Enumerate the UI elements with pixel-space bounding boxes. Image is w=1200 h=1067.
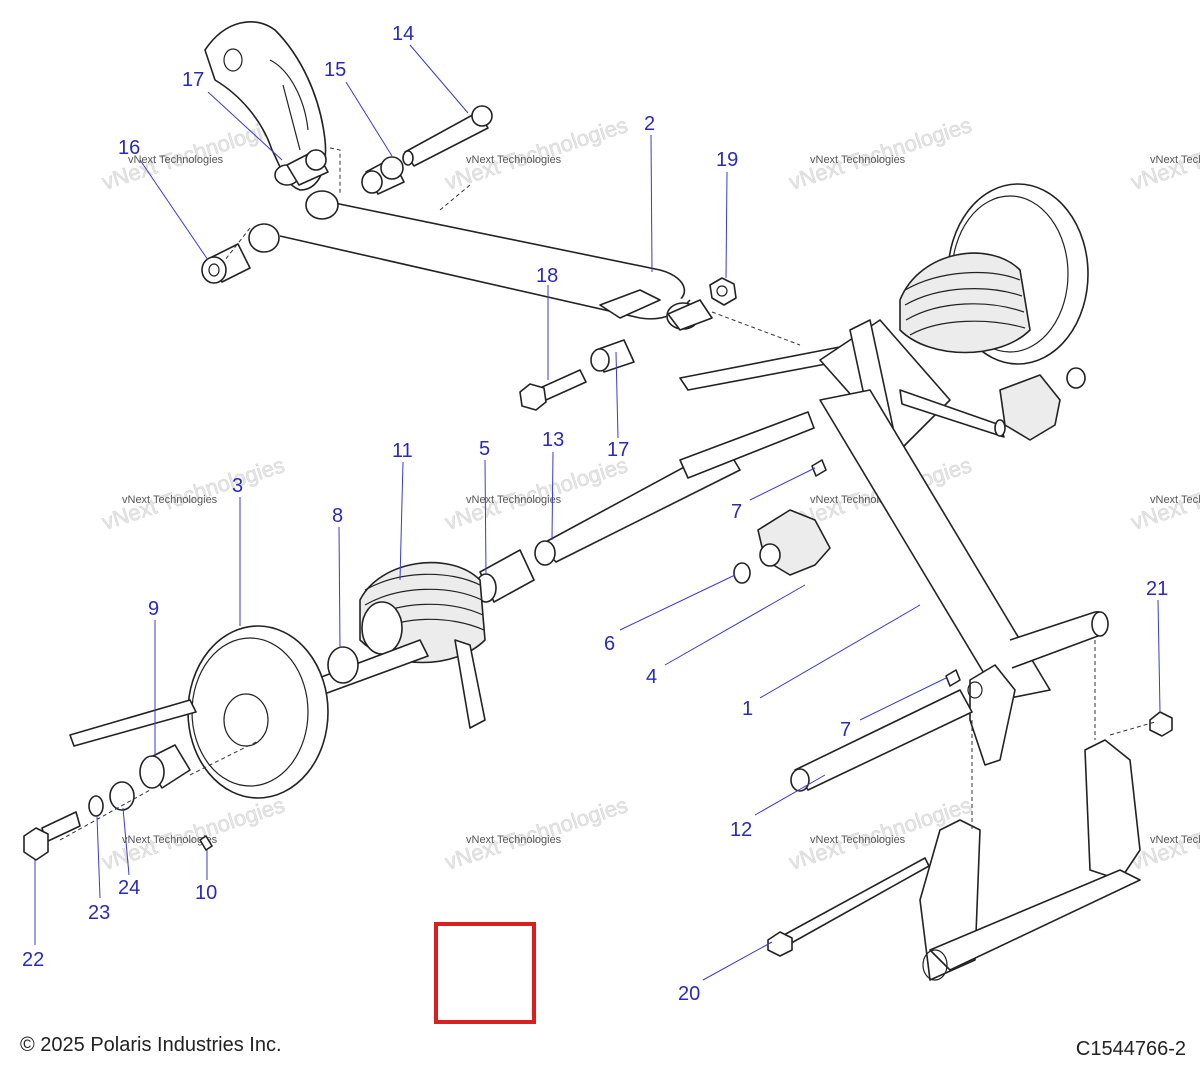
callout-17-lower: 17 <box>607 439 629 461</box>
bushing-17-top <box>274 149 329 186</box>
lock-washer-23 <box>88 795 104 817</box>
callout-labels: 14 15 17 16 2 19 18 17 13 5 11 3 8 9 7 6… <box>22 23 1168 1005</box>
callout-2: 2 <box>644 113 655 135</box>
washer-24 <box>109 781 135 811</box>
bolt-22 <box>23 811 81 861</box>
torque-arm-2 <box>248 190 713 331</box>
watermark-brand: vNext Technologies <box>1150 154 1200 166</box>
callout-21: 21 <box>1146 578 1168 600</box>
shaft-5-13 <box>475 411 815 603</box>
bushing-9 <box>139 744 191 789</box>
callout-3: 3 <box>232 475 243 497</box>
callout-6: 6 <box>604 633 615 655</box>
watermark-brand: vNext Technologies <box>128 154 224 166</box>
diagram-code: C1544766-2 <box>1075 1038 1186 1060</box>
right-spring <box>679 252 1031 391</box>
bushing-15 <box>361 156 405 195</box>
pin-14 <box>402 105 493 167</box>
callout-4: 4 <box>646 666 657 688</box>
callout-1: 1 <box>742 698 753 720</box>
watermark-brand: vNext Technologies <box>1150 494 1200 506</box>
shock-mount-bracket <box>967 664 1016 766</box>
o-ring-6 <box>733 562 751 584</box>
watermark-brand: vNext Technologies <box>466 834 562 846</box>
nut-21 <box>1149 711 1173 737</box>
callout-24: 24 <box>118 877 140 899</box>
watermark-brand: vNext Technologies <box>1150 834 1200 846</box>
nut-19 <box>709 277 737 306</box>
callout-22: 22 <box>22 949 44 971</box>
callout-15: 15 <box>324 59 346 81</box>
watermark-brand: vNext Technologies <box>466 154 562 166</box>
tube-12 <box>790 689 973 792</box>
bolt-20 <box>767 857 930 957</box>
hub-cap-upper <box>999 367 1086 441</box>
callout-14: 14 <box>392 23 414 45</box>
grease-fitting-7-lower <box>945 669 961 687</box>
watermark-brand: vNext Technologies <box>810 834 906 846</box>
copyright-text: © 2025 Polaris Industries Inc. <box>20 1034 282 1056</box>
watermark-brand: vNext Technologies <box>122 494 218 506</box>
pin-10 <box>199 835 213 851</box>
left-spring-11 <box>299 561 486 729</box>
callout-23: 23 <box>88 902 110 924</box>
watermark-brand: vNext Technologies <box>122 834 218 846</box>
callout-19: 19 <box>716 149 738 171</box>
watermark-brand: vNext Technologies <box>466 494 562 506</box>
bolt-18 <box>519 369 587 411</box>
bushing-17-lower <box>590 339 635 373</box>
callout-11: 11 <box>392 440 413 462</box>
watermark-brand: vNext Technologies <box>810 154 906 166</box>
highlight-box <box>434 922 536 1024</box>
o-ring-8 <box>327 646 359 684</box>
callout-5: 5 <box>479 438 490 460</box>
callout-13: 13 <box>542 429 564 451</box>
callout-8: 8 <box>332 505 343 527</box>
grease-fitting-7-upper <box>811 459 827 477</box>
parts-drawing <box>23 21 1173 981</box>
callout-7-upper: 7 <box>731 501 742 523</box>
rail-frame-1 <box>819 319 1109 701</box>
callout-16: 16 <box>118 137 140 159</box>
callout-18: 18 <box>536 265 558 287</box>
leader-lines <box>34 44 1161 981</box>
callout-9: 9 <box>148 598 159 620</box>
hub-cap-4 <box>757 509 831 576</box>
callout-20: 20 <box>678 983 700 1005</box>
callout-17-top: 17 <box>182 69 204 91</box>
callout-12: 12 <box>730 819 752 841</box>
rear-brackets <box>919 739 1141 981</box>
callout-7-lower: 7 <box>840 719 851 741</box>
callout-10: 10 <box>195 882 217 904</box>
bushing-16 <box>201 243 251 284</box>
left-idler-wheel-3 <box>69 625 329 799</box>
